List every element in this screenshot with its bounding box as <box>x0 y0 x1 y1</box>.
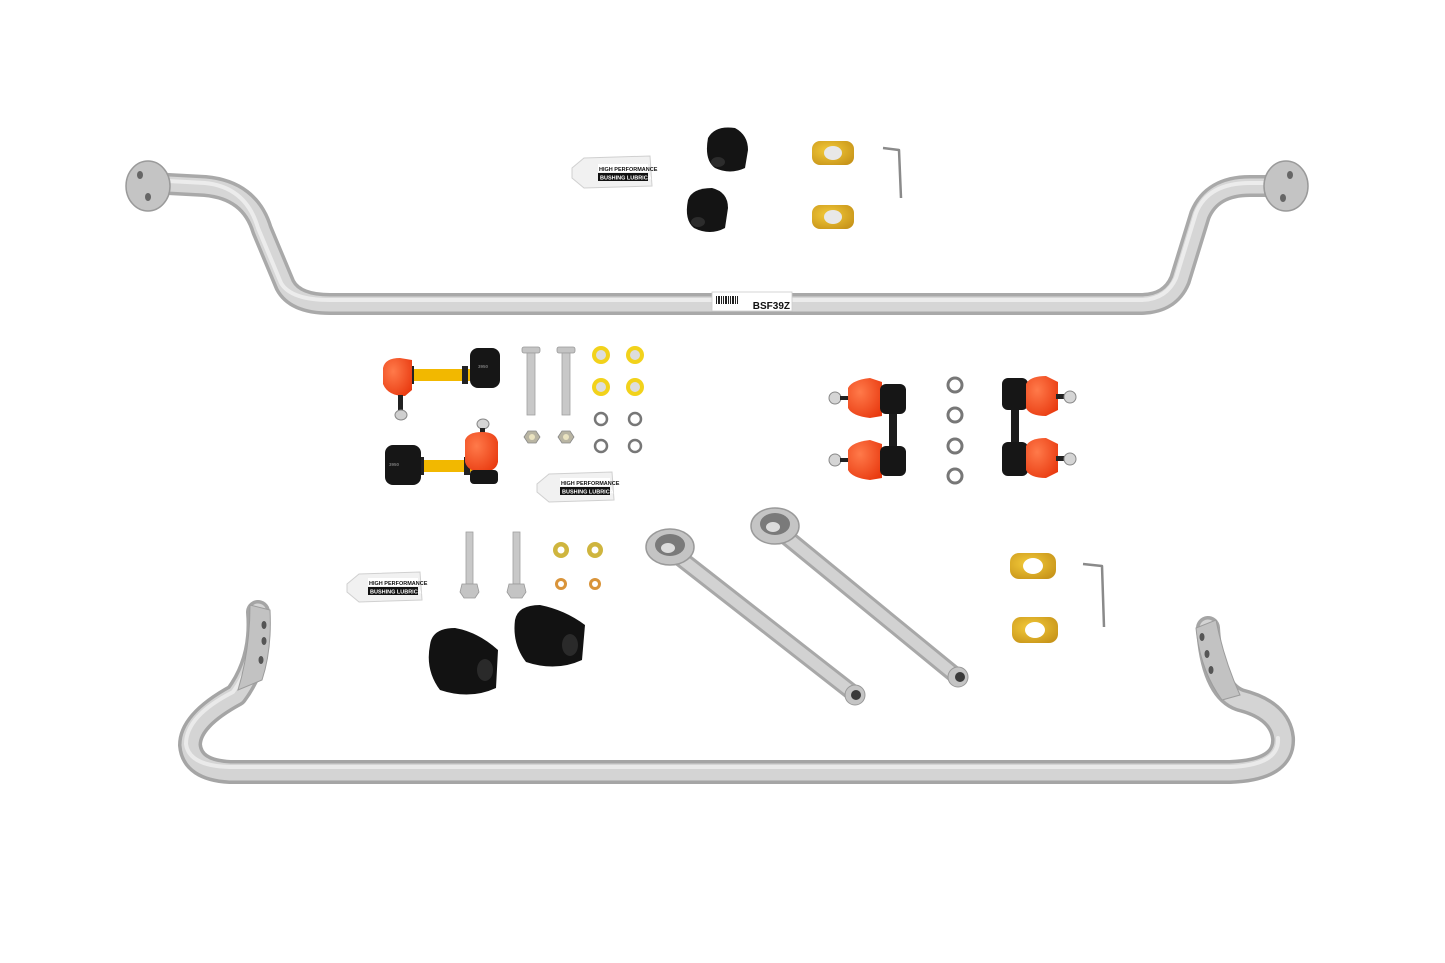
zinc-washers <box>553 542 603 590</box>
front-bar-right-endlink-tab <box>1263 160 1309 212</box>
end-link-right-pair <box>1002 376 1077 478</box>
adjustable-end-link-2: 3950 <box>385 418 498 485</box>
bolt-2 <box>556 346 576 416</box>
part-number-sticker: BSF39Z <box>711 291 793 312</box>
lubricant-packet-middle: HIGH PERFORMANCE BUSHING LUBRICANT <box>536 471 622 503</box>
svg-text:3950: 3950 <box>389 462 400 467</box>
lubricant-packet-top: HIGH PERFORMANCE BUSHING LUBRICANT <box>571 155 660 189</box>
adjustable-end-link-1: 3950 <box>383 348 500 421</box>
rear-bar-lock-collar-2 <box>1012 617 1058 643</box>
drop-link-rod-2 <box>750 507 969 688</box>
rear-bar-left-adjust-blade <box>237 604 271 691</box>
front-bar-bushing-1 <box>706 127 748 172</box>
steel-washers-right <box>946 376 964 485</box>
yellow-washers <box>592 346 644 396</box>
steel-washers-center <box>593 411 643 454</box>
end-link-left-pair <box>828 378 906 480</box>
front-sway-bar: BSF39Z <box>125 160 1309 315</box>
front-bar-bushing-2 <box>686 188 728 232</box>
part-number-label: BSF39Z <box>753 301 790 312</box>
svg-text:BUSHING LUBRICANT: BUSHING LUBRICANT <box>370 590 430 596</box>
svg-text:3950: 3950 <box>478 364 489 369</box>
hex-key-icon <box>1082 562 1106 628</box>
rear-bar-bushing-2 <box>514 605 585 667</box>
hex-key-icon <box>882 146 903 199</box>
svg-text:HIGH PERFORMANCE: HIGH PERFORMANCE <box>599 167 658 173</box>
front-bar-lock-collar-1 <box>812 141 854 165</box>
svg-text:HIGH PERFORMANCE: HIGH PERFORMANCE <box>369 581 428 587</box>
nut-2 <box>557 430 575 444</box>
rear-bar-bushing-1 <box>428 628 498 695</box>
nut-1 <box>523 430 541 444</box>
rear-sway-bar <box>178 600 1295 784</box>
rear-bar-lock-collar-1 <box>1010 553 1056 579</box>
svg-text:BUSHING LUBRICANT: BUSHING LUBRICANT <box>600 176 660 182</box>
front-bar-lock-collar-2 <box>812 205 854 229</box>
bolt-4 <box>506 531 527 599</box>
bolt-1 <box>521 346 541 416</box>
barcode-icon <box>716 296 738 304</box>
svg-text:HIGH PERFORMANCE: HIGH PERFORMANCE <box>561 481 620 487</box>
front-bar-left-endlink-tab <box>125 160 171 212</box>
drop-link-rod-1 <box>645 528 866 706</box>
svg-text:BUSHING LUBRICANT: BUSHING LUBRICANT <box>562 490 622 496</box>
rear-bar-right-adjust-blade <box>1195 619 1241 701</box>
bolt-3 <box>459 531 480 599</box>
lubricant-packet-bottom: HIGH PERFORMANCE BUSHING LUBRICANT <box>346 571 430 603</box>
